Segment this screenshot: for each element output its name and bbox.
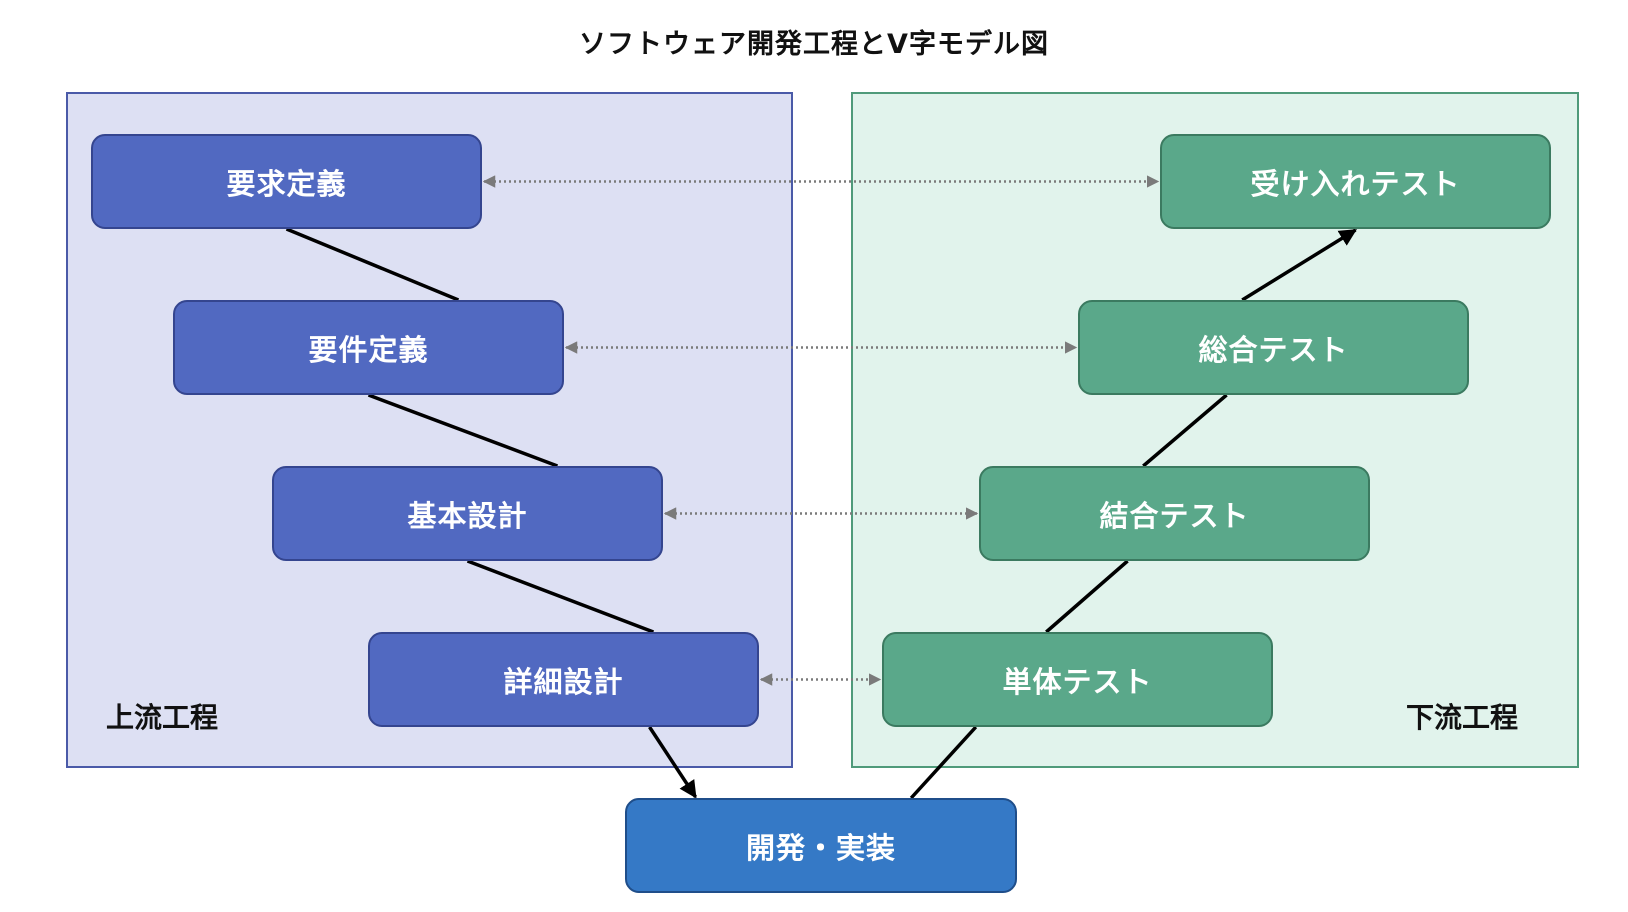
- flow-line-integration-test: [1142, 393, 1228, 468]
- upstream-label: 上流工程: [106, 701, 219, 734]
- flow-line-unit-test: [1045, 559, 1129, 634]
- step-requirements: 要求定義: [91, 134, 482, 229]
- step-basic-design: 基本設計: [272, 466, 663, 561]
- step-requirements-definition: 要件定義: [173, 300, 564, 395]
- downstream-label: 下流工程: [1406, 701, 1519, 734]
- step-acceptance-test: 受け入れテスト: [1160, 134, 1551, 229]
- step-detailed-design: 詳細設計: [368, 632, 759, 727]
- diagram-title: ソフトウェア開発工程とV字モデル図: [579, 29, 1049, 60]
- step-implementation: 開発・実装: [625, 798, 1017, 893]
- step-system-test: 総合テスト: [1078, 300, 1469, 395]
- flow-line-basic-design: [466, 559, 655, 634]
- step-integration-test: 結合テスト: [979, 466, 1370, 561]
- flow-line-requirements-definition: [367, 393, 559, 468]
- flow-line-from-implementation: [909, 725, 978, 800]
- flow-line-system-test: [1241, 228, 1357, 302]
- flow-line-requirements: [285, 227, 460, 302]
- flow-arrow-to-implementation: [648, 726, 698, 799]
- step-unit-test: 単体テスト: [882, 632, 1273, 727]
